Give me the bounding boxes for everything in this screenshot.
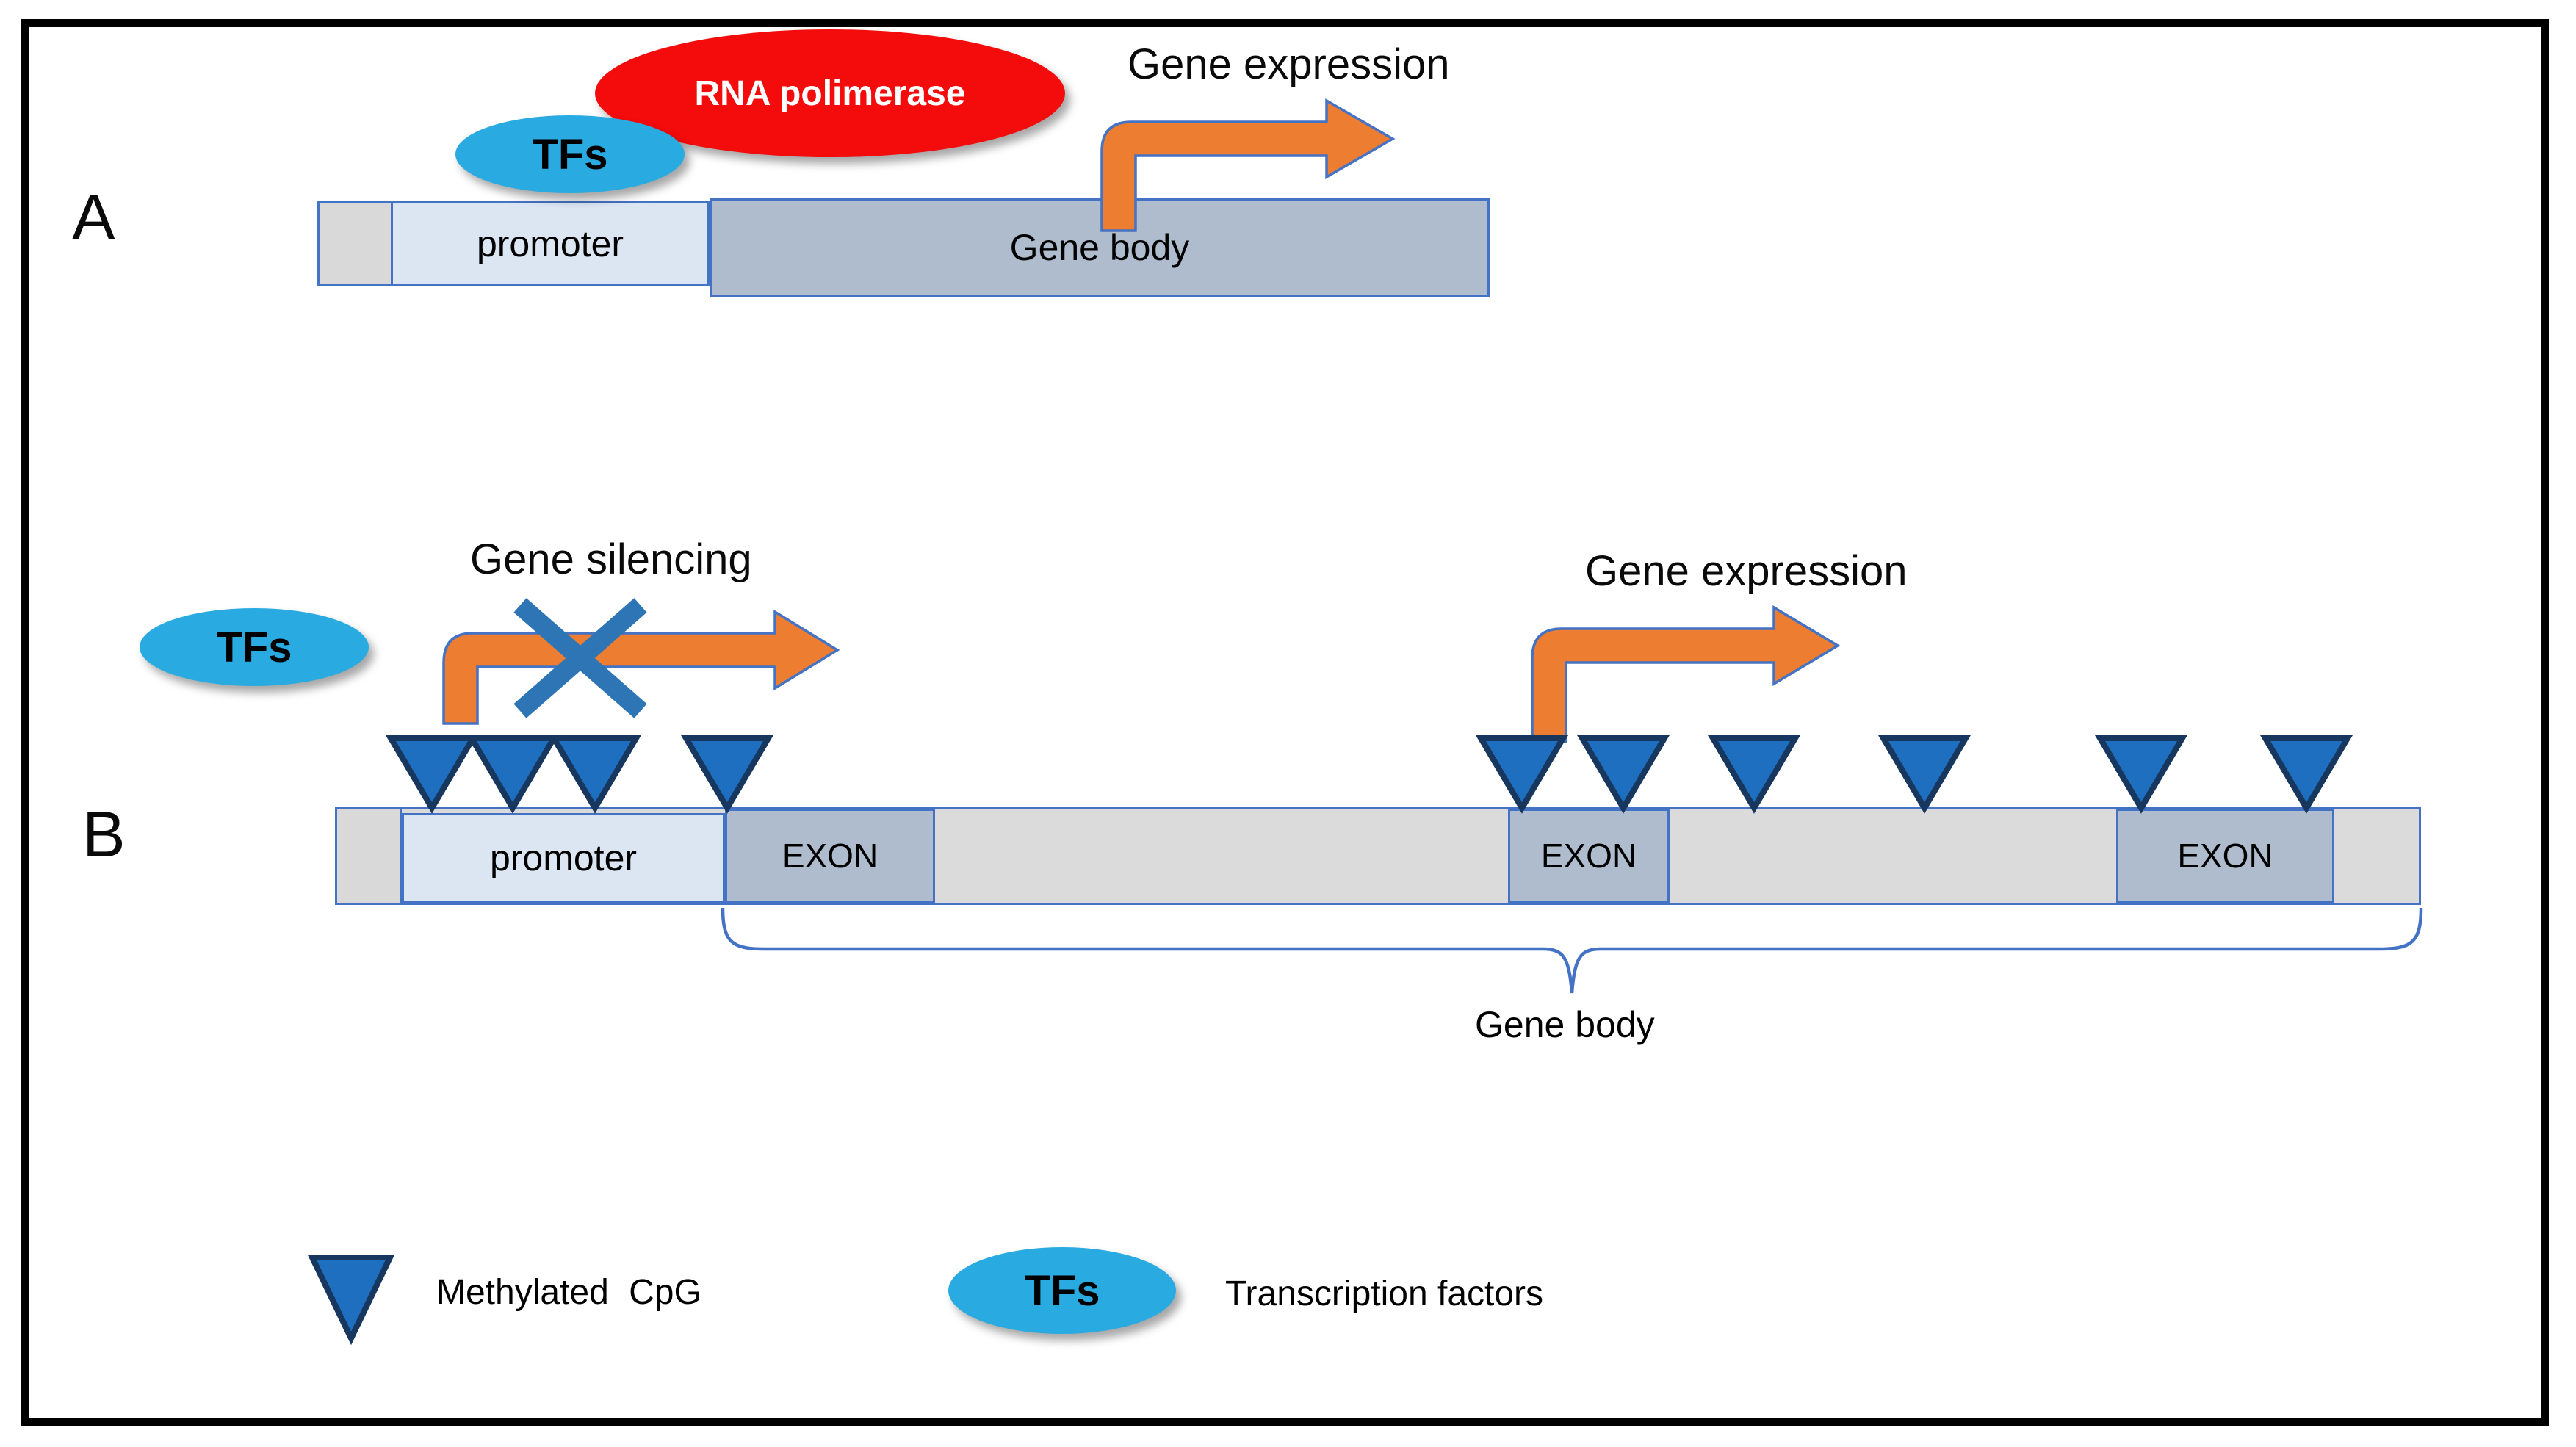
panel-a-promoter-label: promoter [476, 223, 624, 264]
panel-b-tfs-ellipse: TFs [140, 608, 369, 686]
panel-b-exon-2: EXON [1508, 809, 1670, 903]
panel-b-dna-bar: promoter EXON EXON EXON [335, 807, 2421, 905]
panel-b-exon-1: EXON [725, 809, 935, 903]
legend-methylated-cpg-label: Methylated CpG [436, 1273, 701, 1312]
legend-tfs-symbol: TFs [1024, 1266, 1100, 1315]
panel-a-gene-expression-heading: Gene expression [1128, 40, 1450, 88]
panel-b-tfs-label: TFs [216, 623, 292, 671]
panel-b-exon-3: EXON [2116, 809, 2334, 903]
panel-a-upstream-segment [320, 203, 393, 284]
rna-polymerase-label: RNA polimerase [694, 73, 966, 113]
panel-b-promoter-label: promoter [489, 837, 638, 878]
panel-b-label: B [82, 798, 126, 870]
panel-b-gene-expression-heading: Gene expression [1585, 547, 1908, 595]
panel-b-upstream-segment [337, 809, 402, 903]
panel-b-promoter-segment: promoter [402, 813, 725, 903]
panel-b-exon-1-label: EXON [782, 837, 878, 875]
panel-a-label: A [72, 181, 115, 253]
panel-b-downstream-segment [2334, 809, 2419, 903]
legend-transcription-factors-label: Transcription factors [1225, 1274, 1544, 1313]
panel-b-gene-silencing-heading: Gene silencing [470, 535, 752, 583]
gene-body-brace-label: Gene body [1475, 1004, 1655, 1045]
panel-a-dna-bar: promoter [317, 201, 710, 286]
panel-b-exon-3-label: EXON [2177, 837, 2273, 875]
legend-tfs-ellipse: TFs [948, 1247, 1176, 1334]
panel-b-intron-2 [1670, 809, 2116, 903]
panel-a-gene-body-segment: Gene body [710, 198, 1490, 297]
panel-a-tfs-label: TFs [532, 130, 608, 178]
panel-a-gene-body-label: Gene body [1009, 227, 1190, 268]
rna-polymerase-ellipse: RNA polimerase [595, 29, 1065, 157]
panel-b-exon-2-label: EXON [1540, 837, 1637, 875]
panel-a-promoter-segment: promoter [393, 203, 707, 284]
panel-a-tfs-ellipse: TFs [455, 115, 685, 193]
panel-b-intron-1 [935, 809, 1508, 903]
